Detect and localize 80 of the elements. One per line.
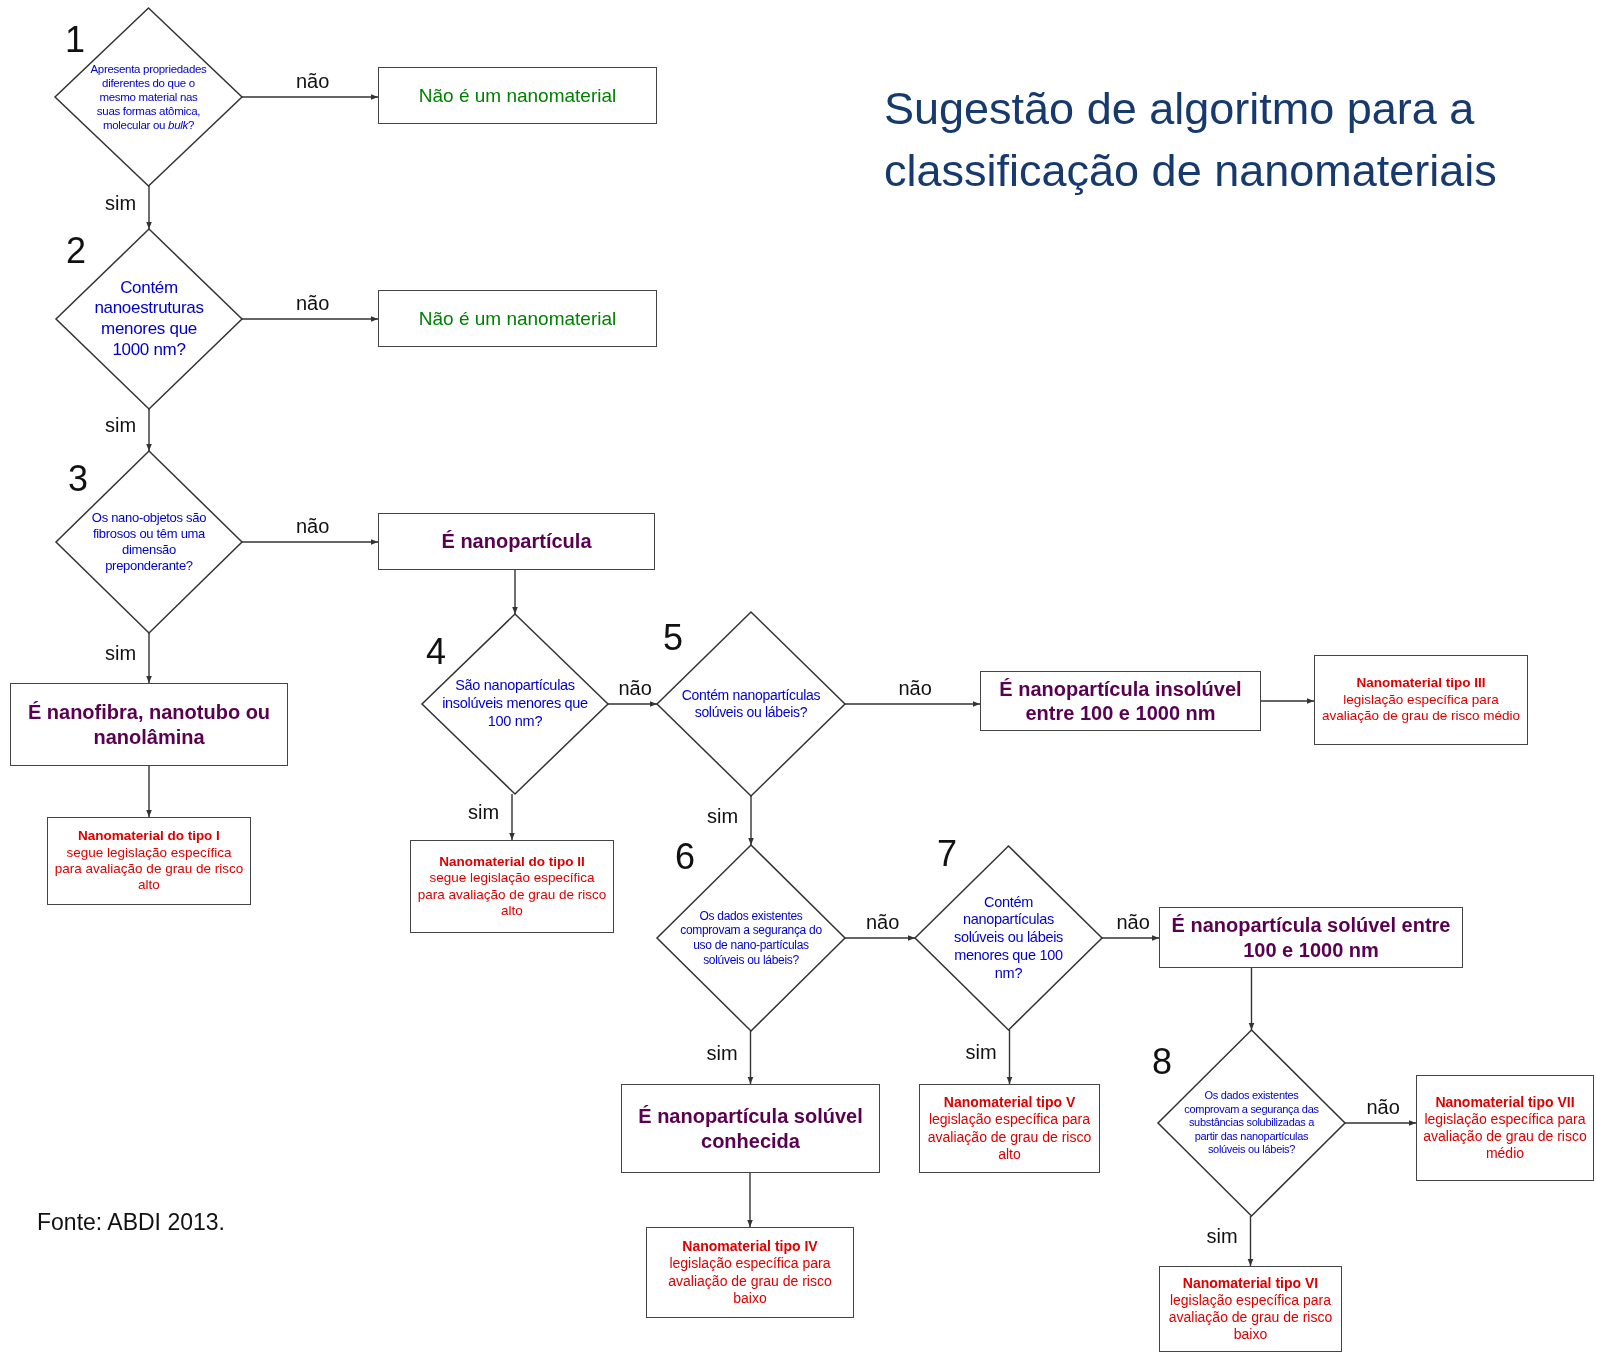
arrow bbox=[607, 701, 658, 707]
box-text: É nanopartícula bbox=[441, 529, 592, 554]
step-number: 2 bbox=[66, 233, 87, 269]
decision-diamond bbox=[56, 229, 242, 409]
box-text: É nanopartícula solúvel entre 100 e 1000 nm bbox=[1170, 913, 1452, 962]
arrow bbox=[146, 408, 152, 452]
process-box bbox=[378, 67, 657, 124]
process-box bbox=[378, 513, 655, 570]
step-number: 5 bbox=[663, 620, 684, 656]
arrow bbox=[1344, 1120, 1417, 1126]
question-text: Apresenta propriedades diferentes do que o mesmo material nas suas formas atômica, molecular ou bulk? bbox=[89, 61, 208, 133]
arrow bbox=[747, 1030, 754, 1085]
arrow bbox=[747, 1172, 753, 1228]
process-box bbox=[1159, 907, 1463, 968]
process-box bbox=[47, 817, 251, 905]
type-heading: Nanomaterial do tipo I bbox=[78, 828, 220, 845]
decision-diamond bbox=[422, 614, 608, 794]
process-box bbox=[646, 1227, 854, 1318]
type-heading: Nanomaterial tipo IV bbox=[682, 1238, 818, 1256]
arrow bbox=[1248, 967, 1255, 1031]
step-number: 6 bbox=[675, 839, 696, 875]
box-text: Não é um nanomaterial bbox=[418, 306, 617, 331]
process-box bbox=[1159, 1266, 1342, 1352]
arrow bbox=[146, 632, 152, 684]
arrow bbox=[844, 935, 916, 941]
arrow bbox=[509, 793, 515, 841]
decision-diamond bbox=[657, 845, 845, 1031]
decision-diamond bbox=[55, 8, 242, 186]
process-box bbox=[378, 290, 657, 347]
arrow bbox=[1260, 698, 1315, 704]
decision-diamond bbox=[56, 451, 242, 633]
arrow bbox=[512, 569, 518, 615]
arrow bbox=[1101, 935, 1160, 941]
box-text: segue legislação específica para avaliação de grau de risco alto bbox=[416, 870, 608, 920]
question-text: Os dados existentes comprovam a segurança do uso de nano-partículas solúveis ou lábeis? bbox=[679, 908, 823, 968]
question-text: São nanopartículas insolúveis menores que 100 nm? bbox=[441, 677, 589, 731]
box-text: legislação específica para avaliação de grau de risco baixo bbox=[667, 1255, 833, 1307]
process-box bbox=[10, 683, 288, 766]
box-text: Não é um nanomaterial bbox=[418, 83, 617, 108]
title: Sugestão de algoritmo para a classificação de nanomateriais bbox=[884, 82, 1498, 198]
process-box bbox=[980, 671, 1261, 731]
arrow bbox=[1006, 1029, 1013, 1085]
process-box bbox=[410, 840, 614, 933]
box-text: segue legislação específica para avaliação de grau de risco alto bbox=[53, 844, 245, 894]
type-heading: Nanomaterial tipo V bbox=[943, 1094, 1076, 1112]
source-note: Fonte: ABDI 2013. bbox=[37, 1209, 225, 1236]
box-text: É nanopartícula insolúvel entre 100 e 1000 nm bbox=[998, 676, 1243, 726]
step-number: 1 bbox=[65, 22, 86, 58]
arrow bbox=[146, 185, 152, 230]
box-text: É nanopartícula solúvel conhecida bbox=[637, 1104, 864, 1153]
step-number: 3 bbox=[68, 461, 89, 497]
question-text: Os nano-objetos são fibrosos ou têm uma dimensão preponderante? bbox=[90, 510, 208, 574]
arrow bbox=[844, 701, 981, 707]
question-text: Os dados existentes comprovam a segurança das substâncias solubilizadas a partir das nanopartículas solúveis ou lábeis? bbox=[1183, 1089, 1320, 1157]
step-number: 7 bbox=[937, 836, 958, 872]
arrow bbox=[1247, 1215, 1254, 1267]
box-text: legislação específica para avaliação de grau de risco alto bbox=[926, 1111, 1093, 1163]
question-text: Contém nanopartículas solúveis ou lábeis? bbox=[680, 686, 822, 722]
box-text: legislação específica para avaliação de grau de risco médio bbox=[1320, 691, 1522, 725]
process-box bbox=[919, 1084, 1100, 1173]
process-box bbox=[1314, 655, 1528, 745]
arrow bbox=[241, 539, 379, 545]
question-text: Contém nanopartículas solúveis ou lábeis menores que 100 nm? bbox=[952, 893, 1065, 983]
type-heading: Nanomaterial tipo VII bbox=[1435, 1093, 1575, 1111]
box-text: legislação específica para avaliação de grau de risco baixo bbox=[1167, 1291, 1334, 1344]
box-text: É nanofibra, nanotubo ou nanolâmina bbox=[26, 700, 272, 749]
process-box bbox=[1416, 1075, 1594, 1181]
type-heading: Nanomaterial tipo III bbox=[1356, 675, 1486, 692]
arrow bbox=[241, 94, 379, 100]
step-number: 4 bbox=[426, 634, 447, 670]
type-heading: Nanomaterial tipo VI bbox=[1182, 1274, 1319, 1292]
type-heading: Nanomaterial do tipo II bbox=[439, 853, 585, 871]
process-box bbox=[621, 1084, 880, 1173]
step-number: 8 bbox=[1152, 1044, 1173, 1080]
arrow bbox=[241, 316, 379, 322]
arrow bbox=[748, 795, 754, 846]
arrow bbox=[146, 765, 152, 818]
decision-diamond bbox=[657, 612, 845, 796]
question-text: Contém nanoestruturas menores que 1000 nm? bbox=[93, 277, 205, 361]
box-text: legislação específica para avaliação de grau de risco médio bbox=[1422, 1110, 1588, 1163]
